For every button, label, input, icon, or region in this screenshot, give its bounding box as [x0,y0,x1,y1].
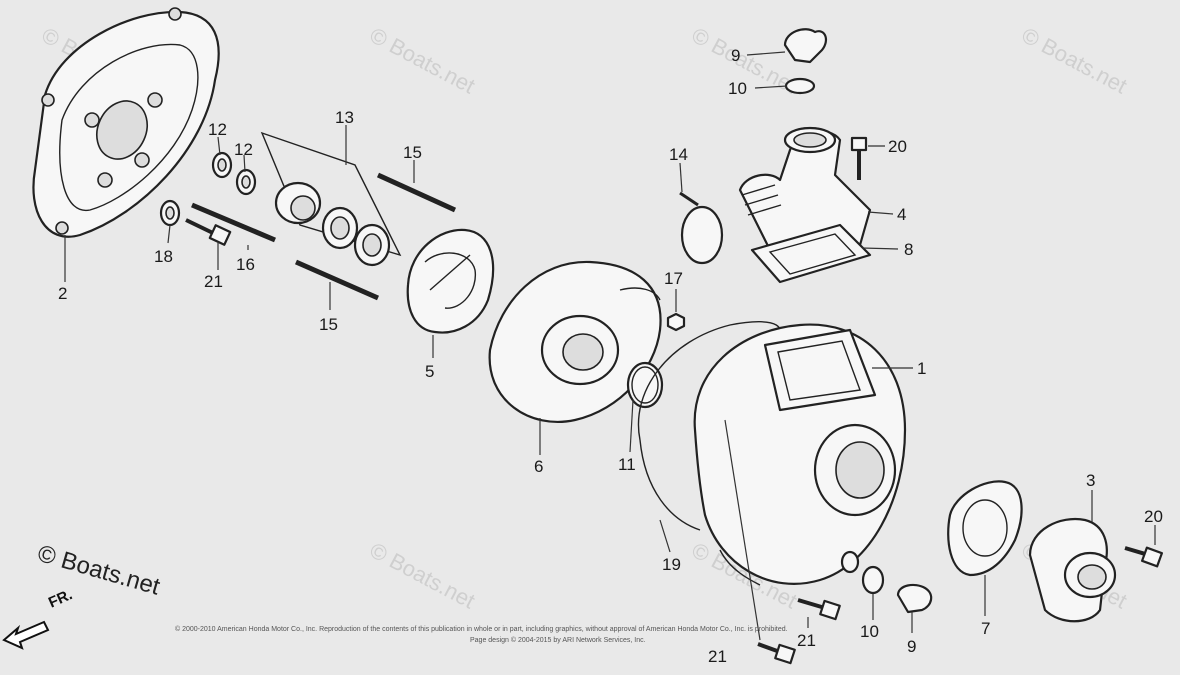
leader-lines [64,51,1156,641]
part-21-bolt-middle[interactable] [797,598,841,621]
label-part-19: 19 [662,555,681,574]
part-15-stud-lower[interactable] [294,259,380,301]
label-part-21: 21 [797,631,816,650]
part-7-gasket-right[interactable] [947,480,1023,577]
label-part-1: 1 [917,359,926,378]
label-part-14: 14 [669,145,688,164]
label-part-2: 2 [58,284,67,303]
label-part-18: 18 [154,247,173,266]
part-9-plug-lower[interactable] [896,583,933,614]
label-part-5: 5 [425,362,434,381]
part-12-seal-lower[interactable] [235,168,257,196]
part-10-washer-lower[interactable] [861,565,885,595]
part-2-flange[interactable] [32,7,220,238]
label-part-15: 15 [319,315,338,334]
label-part-7: 7 [981,619,990,638]
part-4-elbow-outlet[interactable] [738,126,872,252]
label-part-11: 11 [618,455,636,474]
part-3-inlet[interactable] [1028,517,1117,623]
part-13-seal-set[interactable] [260,131,402,267]
part-21-bolt-left[interactable] [185,218,232,246]
part-15-stud-upper[interactable] [376,172,457,213]
part-16-stud[interactable] [191,202,276,243]
part-1-pump-casing[interactable] [693,323,907,586]
part-8-gasket[interactable] [750,223,872,284]
label-part-10: 10 [860,622,879,641]
label-part-21: 21 [204,272,223,291]
watermark: © Boats.net [1018,22,1132,98]
part-17-nut[interactable] [666,312,686,332]
label-part-3: 3 [1086,471,1095,490]
label-part-15: 15 [403,143,422,162]
part-20-bolt-right[interactable] [1124,546,1164,568]
part-labels: 2 12 12 18 21 16 13 15 15 5 6 17 11 19 1… [58,46,1163,666]
label-part-12: 12 [208,120,227,139]
page-design-notice: Page design © 2004-2015 by ARI Network S… [470,637,646,644]
watermark: © Boats.net [366,537,480,613]
label-part-20: 20 [888,137,907,156]
label-part-8: 8 [904,240,913,259]
part-18-washer[interactable] [159,199,181,227]
label-part-20: 20 [1144,507,1163,526]
part-10-washer-upper[interactable] [784,77,816,95]
label-part-6: 6 [534,457,543,476]
label-part-9: 9 [731,46,740,65]
legal-notice: © 2000-2010 American Honda Motor Co., In… [175,626,788,633]
front-arrow-icon [2,620,50,650]
label-part-9: 9 [907,637,916,656]
part-12-seal-upper[interactable] [211,151,233,179]
part-9-plug-upper[interactable] [783,28,828,64]
label-part-16: 16 [236,255,255,274]
part-5-impeller[interactable] [406,228,495,334]
part-14-hose-clamp[interactable] [679,191,724,265]
label-part-13: 13 [335,108,354,127]
label-part-21: 21 [708,647,727,666]
part-21-bolt-bottom[interactable] [757,642,796,665]
label-part-12: 12 [234,140,253,159]
label-part-4: 4 [897,205,906,224]
part-6-volute-case[interactable] [488,260,662,423]
label-part-17: 17 [664,269,683,288]
watermark: © Boats.net [366,22,480,98]
part-20-bolt-upper[interactable] [850,136,868,180]
label-part-10: 10 [728,79,747,98]
part-11-o-ring[interactable] [626,361,664,409]
